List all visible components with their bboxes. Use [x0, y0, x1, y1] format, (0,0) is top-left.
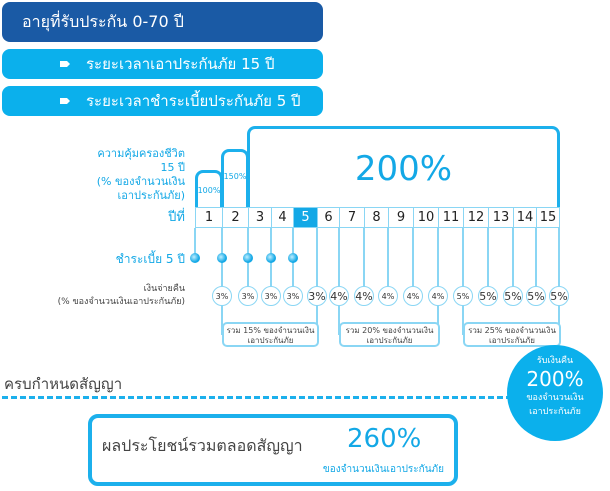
total-label: ผลประโยชน์รวมตลอดสัญญา	[102, 436, 303, 455]
grid-line	[558, 228, 560, 335]
payout-label-line: (% ของจำนวนเงินเอาประกันภัย)	[57, 297, 185, 307]
payout-circle: 5%	[526, 286, 546, 306]
coverage-year2-value: 150%	[223, 172, 247, 181]
grid-line	[412, 228, 414, 290]
badge-line: ของจำนวนเงิน	[526, 393, 584, 403]
payout-circle: 3%	[261, 286, 281, 306]
coverage-label-line: ความคุ้มครองชีวิต	[97, 147, 185, 160]
grid-line	[316, 228, 318, 335]
premium-label: ชำระเบี้ย 5 ปี	[115, 252, 185, 266]
maturity-divider	[2, 396, 512, 399]
sum-text: เอาประกันภัย	[489, 336, 535, 345]
coverage-label: ความคุ้มครองชีวิต 15 ปี (% ของจำนวนเงิน …	[60, 147, 185, 203]
year-cell: 15	[536, 207, 560, 228]
payout-circle: 4%	[354, 286, 374, 306]
grid-line	[437, 228, 439, 335]
maturity-badge: รับเงินคืน 200% ของจำนวนเงิน เอาประกันภั…	[507, 345, 603, 441]
sum-text: รวม 20% ของจำนวนเงิน	[345, 326, 434, 335]
sum-box-3: รวม 25% ของจำนวนเงินเอาประกันภัย	[463, 322, 561, 347]
payout-label: เงินจ่ายคืน (% ของจำนวนเงินเอาประกันภัย)	[30, 283, 185, 309]
coverage-label-line: (% ของจำนวนเงิน	[96, 175, 185, 188]
grid-line	[338, 228, 340, 335]
year-cell: 11	[438, 207, 464, 228]
payout-circle: 3%	[307, 286, 327, 306]
grid-line	[221, 228, 223, 335]
payout-circle: 3%	[212, 286, 232, 306]
premium-dot-icon	[217, 253, 227, 263]
arrow-icon	[60, 61, 70, 67]
total-sub: ของจำนวนเงินเอาประกันภัย	[322, 464, 444, 475]
coverage-year3-15: 200%	[247, 126, 560, 208]
payout-circle: 5%	[503, 286, 523, 306]
year-cell: 3	[248, 207, 272, 228]
premium-dot-icon	[243, 253, 253, 263]
payout-circle: 5%	[549, 286, 569, 306]
payout-label-line: เงินจ่ายคืน	[143, 284, 185, 294]
grid-line	[487, 228, 489, 290]
badge-top: รับเงินคืน	[536, 356, 574, 366]
year-cell: 5	[293, 207, 318, 228]
payout-circle: 5%	[478, 286, 498, 306]
grid-line	[535, 228, 537, 290]
year-cell: 12	[463, 207, 489, 228]
sum-box-1: รวม 15% ของจำนวนเงินเอาประกันภัย	[222, 322, 319, 347]
year-cell: 14	[513, 207, 537, 228]
pay-text: ระยะเวลาชำระเบี้ยประกันภัย 5 ปี	[86, 92, 301, 110]
grid-line	[462, 228, 464, 335]
age-banner: อายุที่รับประกัน 0-70 ปี	[2, 2, 323, 42]
term-banner: ระยะเวลาเอาประกันภัย 15 ปี	[2, 49, 323, 79]
year-cell: 7	[339, 207, 365, 228]
arrow-icon	[60, 98, 70, 104]
badge-line: เอาประกันภัย	[529, 407, 581, 417]
coverage-label-line: 15 ปี	[160, 161, 185, 174]
grid-line	[363, 228, 365, 290]
coverage-year2: 150%	[221, 149, 249, 208]
total-benefit-box: ผลประโยชน์รวมตลอดสัญญา 260% ของจำนวนเงิน…	[88, 414, 458, 486]
coverage-label-line: เอาประกันภัย)	[117, 189, 185, 202]
year-cell: 4	[271, 207, 294, 228]
age-text: อายุที่รับประกัน 0-70 ปี	[22, 11, 184, 31]
term-text: ระยะเวลาเอาประกันภัย 15 ปี	[86, 55, 275, 73]
payout-circle: 5%	[453, 286, 473, 306]
payout-circle: 4%	[378, 286, 398, 306]
payout-circle: 3%	[283, 286, 303, 306]
grid-line	[194, 228, 196, 258]
total-value: 260%	[347, 424, 422, 454]
payout-circle: 3%	[238, 286, 258, 306]
grid-line	[512, 228, 514, 290]
coverage-year3-15-value: 200%	[354, 148, 453, 189]
premium-dot-icon	[288, 253, 298, 263]
payout-circle: 4%	[329, 286, 349, 306]
year-cell: 1	[195, 207, 223, 228]
premium-dot-icon	[266, 253, 276, 263]
year-cell: 8	[364, 207, 389, 228]
premium-dot-icon	[190, 253, 200, 263]
payout-circle: 4%	[403, 286, 423, 306]
maturity-label: ครบกำหนดสัญญา	[4, 375, 123, 393]
coverage-year1: 100%	[195, 170, 223, 208]
coverage-year1-value: 100%	[197, 186, 221, 195]
sum-text: รวม 15% ของจำนวนเงิน	[226, 326, 315, 335]
sum-box-2: รวม 20% ของจำนวนเงินเอาประกันภัย	[339, 322, 440, 347]
year-cell: 6	[317, 207, 340, 228]
payout-circle: 4%	[428, 286, 448, 306]
year-cell: 13	[488, 207, 514, 228]
grid-line	[387, 228, 389, 290]
sum-text: เอาประกันภัย	[366, 336, 413, 345]
badge-value: 200%	[526, 367, 584, 391]
pay-banner: ระยะเวลาชำระเบี้ยประกันภัย 5 ปี	[2, 86, 323, 116]
year-cell: 10	[413, 207, 439, 228]
years-label: ปีที่	[168, 210, 185, 225]
year-cell: 9	[388, 207, 414, 228]
sum-text: เอาประกันภัย	[247, 336, 294, 345]
year-cell: 2	[222, 207, 249, 228]
sum-text: รวม 25% ของจำนวนเงิน	[468, 326, 556, 335]
